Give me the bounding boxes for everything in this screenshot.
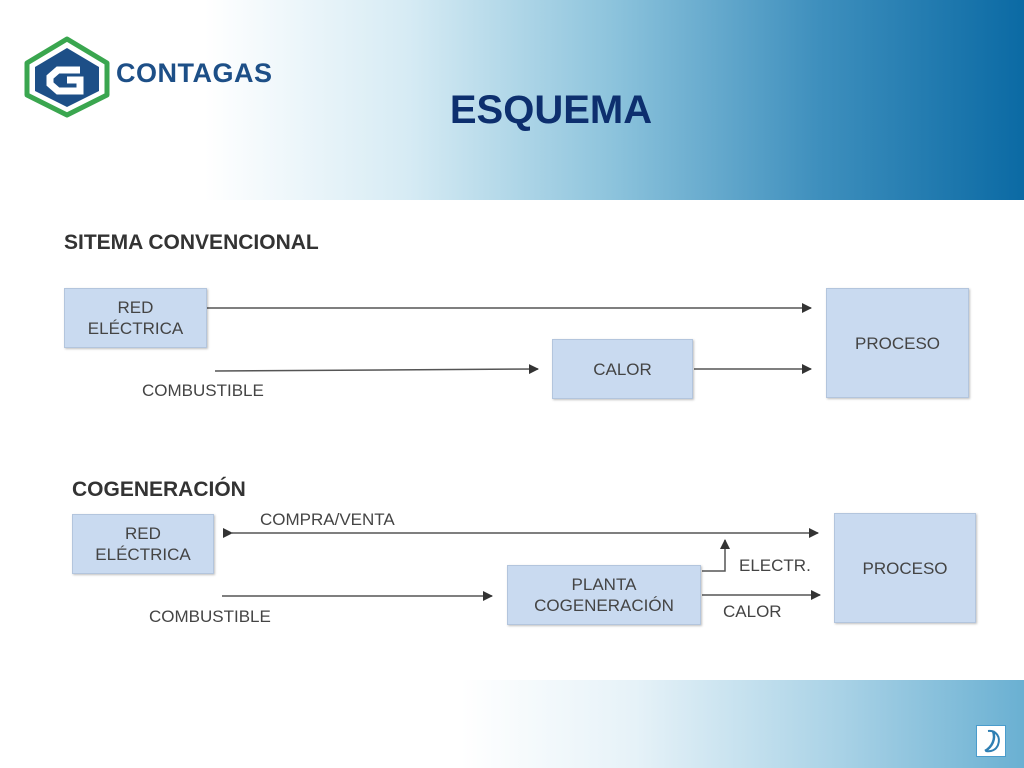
label-combustible-cogeneration: COMBUSTIBLE [149, 607, 271, 626]
label-electr: ELECTR. [739, 556, 811, 575]
box-red-electrica-conventional: RED ELÉCTRICA [64, 288, 207, 348]
box-proceso-cogeneration: PROCESO [834, 513, 976, 623]
box-calor-conventional: CALOR [552, 339, 693, 399]
arrow-electr-up [702, 539, 730, 572]
section-title-conventional: SITEMA CONVENCIONAL [64, 231, 319, 254]
label-calor-cogeneration: CALOR [723, 602, 782, 621]
arrow-combustible-to-calor [214, 364, 539, 375]
label-combustible-conventional: COMBUSTIBLE [142, 381, 264, 400]
box-proceso-conventional: PROCESO [826, 288, 969, 398]
brand-corner-icon [976, 725, 1006, 757]
box-planta-cogeneracion: PLANTA COGENERACIÓN [507, 565, 701, 625]
label-compra-venta: COMPRA/VENTA [260, 510, 395, 529]
contagas-logo-icon [24, 36, 110, 118]
section-title-cogeneration: COGENERACIÓN [72, 478, 246, 501]
footer-band [0, 680, 1024, 768]
header-banner [0, 0, 1024, 200]
brand-name: CONTAGAS [116, 58, 273, 88]
box-red-electrica-cogeneration: RED ELÉCTRICA [72, 514, 214, 574]
page-title: ESQUEMA [449, 88, 653, 132]
